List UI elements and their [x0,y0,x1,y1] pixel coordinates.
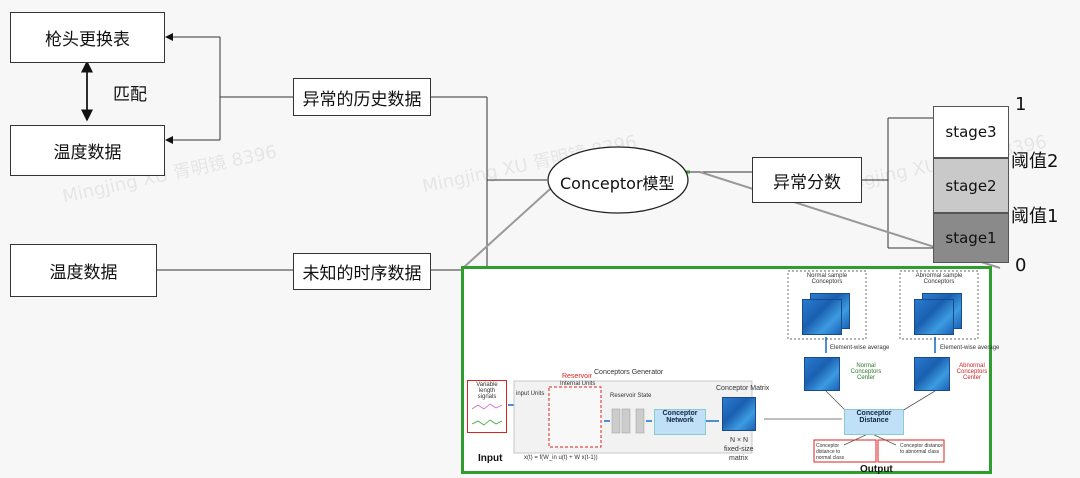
temp-data-top-box: 温度数据 [10,125,165,176]
matrix-label: matrix [729,455,749,462]
conceptor-matrix [722,397,756,431]
stage2-block: stage2 [933,158,1009,213]
stage1-block: stage1 [933,213,1009,263]
output-title: Output [860,464,893,475]
gun-head-table-box: 枪头更换表 [10,12,165,63]
unknown-series-box: 未知的时序数据 [293,253,431,290]
generator-label: Conceptors Generator [594,369,664,376]
match-label: 匹配 [113,85,147,105]
fixed-size-label: fixed-size [724,446,754,453]
normal-center-label: Normal Conceptors Center [850,363,882,381]
normal-sample-label: Normal sample Conceptors [806,273,848,285]
internal-units-label: Internal Units [560,381,596,387]
inset-graphics [471,270,979,463]
normal-sample-stack [802,299,842,335]
conceptor-model-label: Conceptor模型 [560,174,675,193]
conceptor-matrix-label: Conceptor Matrix [716,385,770,392]
reservoir-state-label: Reservoir State [610,393,652,399]
anomaly-score-box: 异常分数 [752,157,862,203]
stage3-block: stage3 [933,106,1009,158]
input-units-label: input Units [516,391,545,397]
formula-label: x(t) = f(W_in u(t) + W x(t-1)) [524,455,598,461]
abnormal-sample-stack [914,299,954,335]
threshold2-label: 阈值2 [1011,151,1059,172]
conceptor-network-box: Conceptor Network [654,409,706,435]
abnormal-history-box: 异常的历史数据 [293,78,431,116]
tick-top: 1 [1015,94,1027,115]
input-title: Input [478,453,503,464]
abnormal-sample-label: Abnormal sample Conceptors [915,273,963,285]
distance-normal-label: Conceptor distance to normal class [816,443,845,461]
distance-abnormal-label: Conceptor distance to abnormal class [900,443,944,455]
tick-bottom: 0 [1015,255,1027,276]
abnormal-center-label: Abnormal Conceptors Center [956,363,988,381]
elementwise-label-1: Element-wise average [830,345,890,351]
conceptor-distance-box: Conceptor Distance [844,409,904,435]
temp-data-bottom-box: 温度数据 [10,244,157,297]
threshold1-label: 阈值1 [1011,206,1059,227]
normal-center-matrix [804,357,840,391]
elementwise-label-2: Element-wise average [940,345,1000,351]
variable-length-label: Variable length signals [476,382,498,400]
abnormal-center-matrix [914,357,950,391]
reservoir-label: Reservoir [562,373,592,380]
conceptor-detail-inset: Variable length signals [461,266,999,475]
nxn-label: N × N [730,437,749,444]
